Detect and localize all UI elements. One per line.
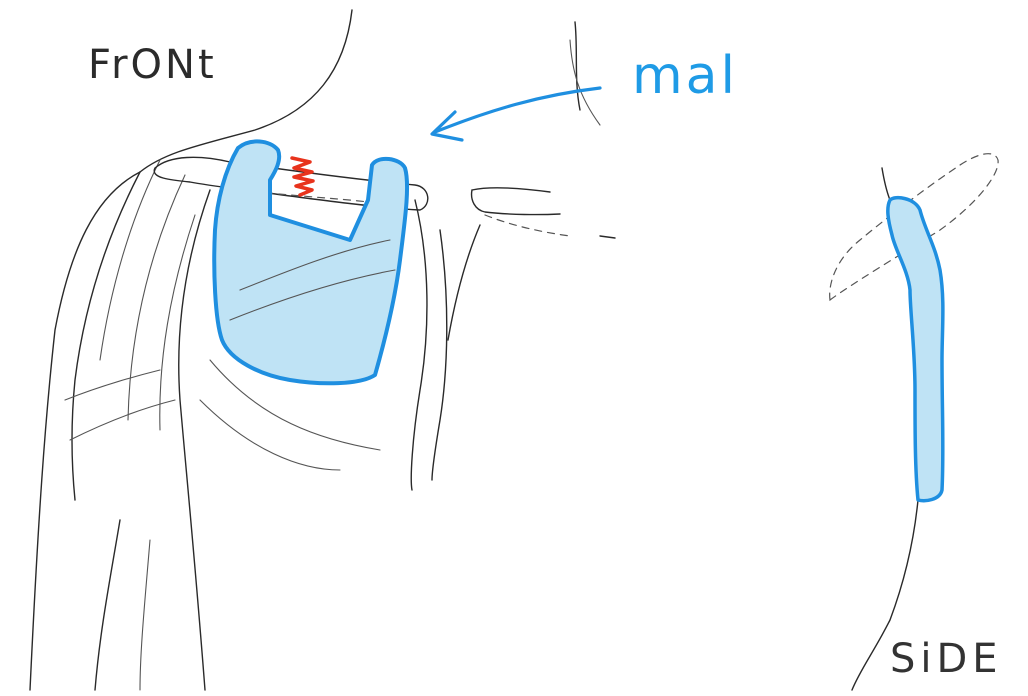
fracture-mark [292, 158, 313, 195]
mal-label: mal [632, 46, 738, 106]
side-view [830, 154, 998, 690]
front-view-label: FrONt [88, 42, 217, 88]
front-implant-plate [214, 141, 407, 383]
side-view-label: SiDE [890, 636, 1003, 682]
neck-line [570, 22, 600, 125]
mal-pointer-arrow [432, 88, 600, 140]
